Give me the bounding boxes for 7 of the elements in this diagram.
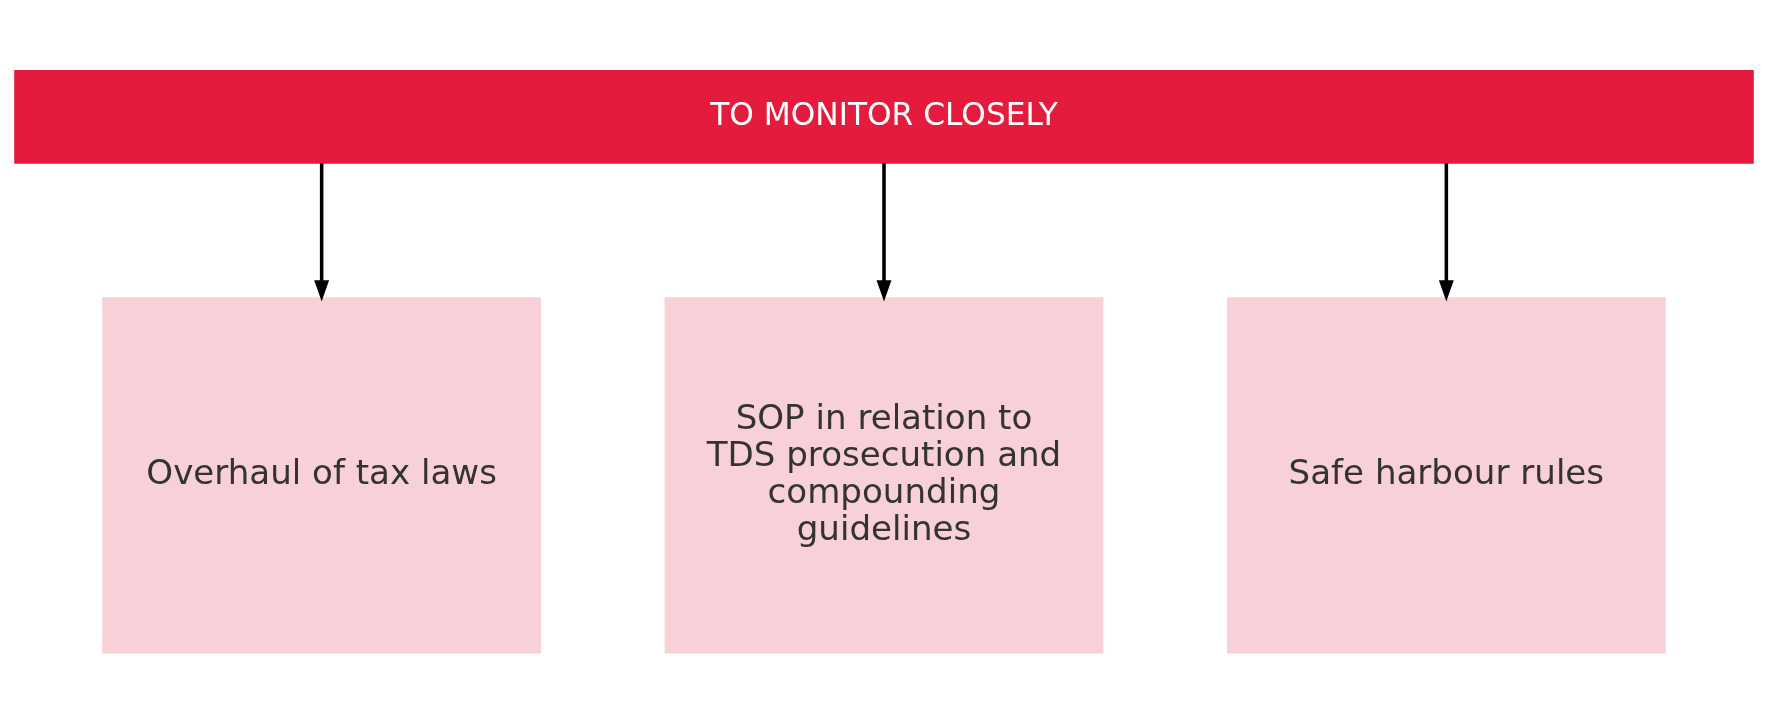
arrow	[1438, 163, 1454, 302]
arrow	[314, 163, 330, 302]
node-box: TO MONITOR CLOSELY	[14, 69, 1754, 164]
node-box: Safe harbour rules	[1225, 295, 1668, 656]
node-box: SOP in relation to TDS prosecution and compounding guidelines	[663, 295, 1105, 656]
node-box: Overhaul of tax laws	[100, 295, 543, 656]
arrow	[876, 163, 892, 302]
